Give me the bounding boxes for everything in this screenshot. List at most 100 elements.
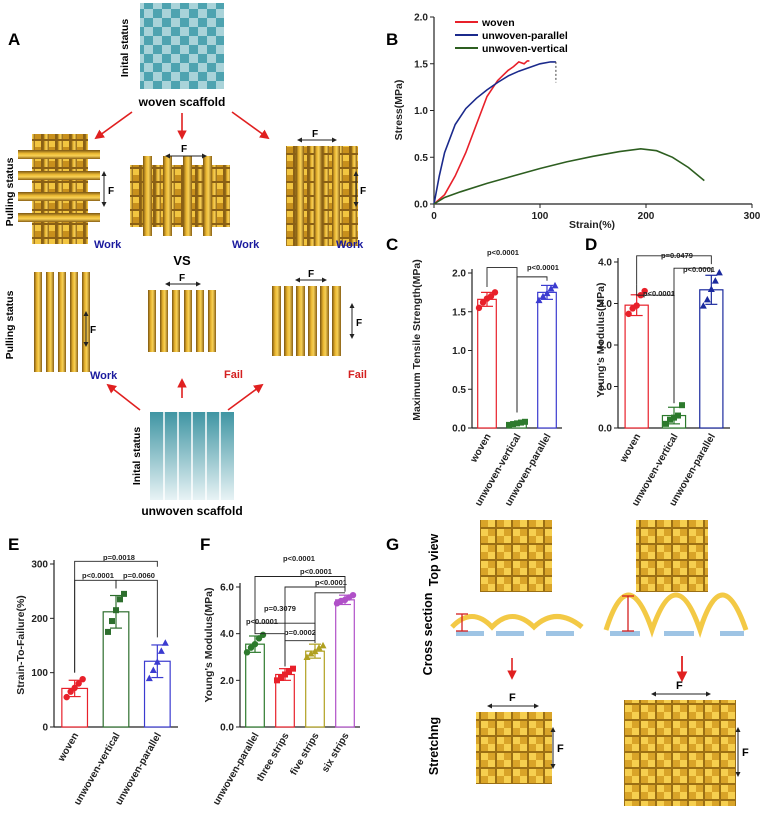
- woven-pull-vertical: [18, 134, 100, 244]
- panel-f-pvalue-4: p=0.3079: [264, 604, 296, 613]
- d-chart-ytick-label: 3.0: [598, 299, 612, 310]
- data-point-woven: [67, 688, 74, 695]
- data-point-three strips: [290, 665, 296, 672]
- series-line-woven: [433, 60, 530, 205]
- force-label-a6a: F: [308, 269, 314, 280]
- force-label-g2: F: [557, 743, 564, 755]
- panel-e: E Strain-To-Failure(%) 0100200300wovenun…: [8, 535, 178, 807]
- data-point-unwoven-parallel: [539, 292, 547, 300]
- f-chart-ytick-label: 2.0: [220, 676, 234, 687]
- data-point-unwoven-parallel: [543, 289, 551, 297]
- data-point-unwoven-parallel: [145, 674, 153, 682]
- b-ytick-label: 2.0: [414, 13, 428, 24]
- c-bracket-2: [516, 276, 548, 413]
- force-label-a3a: F: [312, 129, 318, 140]
- panel-g-letter: G: [386, 535, 399, 554]
- data-point-unwoven-parallel: [703, 295, 711, 303]
- data-point-unwoven-parallel: [715, 268, 723, 276]
- data-point-unwoven-parallel: [707, 285, 715, 292]
- data-point-woven: [71, 684, 78, 692]
- panel-c-letter: C: [386, 235, 398, 254]
- result-fail-a6: Fail: [348, 369, 367, 381]
- panel-f-pvalue-5: p<0.0001: [246, 617, 278, 626]
- panel-b-letter: B: [386, 30, 398, 49]
- force-label-a3b: F: [360, 186, 366, 197]
- f-bracket-1: [254, 576, 346, 632]
- cross-section-label: Cross section: [421, 593, 435, 676]
- unwoven-initial-status-label: Inital status: [131, 427, 143, 486]
- panel-d-letter: D: [585, 235, 597, 254]
- panel-c-pvalue-1: p<0.0001: [487, 248, 519, 257]
- data-point-five strips: [311, 647, 319, 655]
- panel-f-pvalue-3: p<0.0001: [315, 578, 347, 587]
- category-label-six strips: six strips: [320, 731, 352, 775]
- bar-five strips: [305, 650, 325, 728]
- b-ytick-label: 1.0: [414, 106, 428, 117]
- woven-pull-horizontal: [130, 156, 230, 236]
- cross-section-low: [450, 613, 584, 636]
- d-chart-ytick-label: 0.0: [598, 424, 612, 435]
- data-point-unwoven-parallel: [259, 631, 267, 639]
- woven-scaffold-caption: woven scaffold: [138, 95, 226, 109]
- panel-f: F Young's Modulus(MPa) 0.02.04.06.0unwov…: [200, 535, 360, 807]
- unwoven-scaffold-image: [150, 412, 234, 500]
- panel-g: G Top view Cross section Stretchng: [386, 520, 749, 806]
- panel-a-letter: A: [8, 30, 20, 49]
- stretched-low-curvature: [476, 712, 552, 784]
- panel-b-legend: woven unwoven-parallel unwoven-vertical: [455, 17, 568, 55]
- d-bracket-1: [636, 255, 712, 285]
- panel-f-pvalue-6: p=0.0002: [284, 628, 316, 637]
- woven-pull-diagonal: [286, 146, 358, 246]
- data-point-unwoven-parallel: [711, 277, 719, 284]
- data-point-unwoven-parallel: [243, 649, 251, 656]
- data-point-unwoven-parallel: [161, 639, 169, 646]
- panel-e-pvalue-1: p=0.0018: [103, 553, 135, 562]
- top-view-label: Top view: [427, 533, 441, 586]
- data-point-woven: [79, 675, 86, 683]
- data-point-unwoven-vertical: [105, 628, 111, 635]
- panel-d: D Young's Modulus(MPa) 0.01.02.03.04.0wo…: [585, 235, 730, 508]
- unwoven-scaffold-caption: unwoven scaffold: [141, 504, 242, 518]
- bar-six strips: [335, 599, 355, 728]
- b-xtick-label: 300: [744, 211, 761, 222]
- data-point-unwoven-vertical: [510, 421, 516, 428]
- panel-b-ylabel: Stress(MPa): [393, 80, 405, 141]
- category-label-five strips: five strips: [288, 731, 321, 778]
- data-point-five strips: [303, 653, 311, 660]
- panel-d-pvalue-3: p<0.0001: [683, 265, 715, 274]
- stretching-label: Stretchng: [427, 717, 441, 775]
- f-chart-ytick-label: 6.0: [220, 583, 234, 594]
- result-work-a4: Work: [90, 370, 118, 382]
- result-work-a1: Work: [94, 239, 122, 251]
- force-label-a5: F: [179, 273, 185, 284]
- category-label-unwoven-parallel: unwoven-parallel: [211, 731, 261, 807]
- series-line-unwoven-parallel: [433, 61, 556, 205]
- unwoven-pull-diagonal: [272, 286, 341, 356]
- bar-unwoven-parallel: [537, 291, 557, 429]
- force-label-a4: F: [90, 325, 96, 336]
- panel-f-pvalue-2: p<0.0001: [300, 567, 332, 576]
- bar-woven: [477, 298, 497, 429]
- panel-e-letter: E: [8, 535, 19, 554]
- vs-label: VS: [173, 253, 191, 268]
- data-point-unwoven-vertical: [506, 421, 512, 428]
- data-point-woven: [479, 299, 487, 306]
- top-view-low-curvature: [480, 520, 552, 592]
- panel-d-pvalue-2: p<0.0001: [643, 289, 675, 298]
- data-point-unwoven-vertical: [117, 596, 123, 603]
- force-label-a2: F: [181, 144, 187, 155]
- c-chart-ytick-label: 1.5: [452, 307, 466, 318]
- woven-scaffold-image: [140, 3, 224, 89]
- f-chart-ytick-label: 4.0: [220, 629, 234, 640]
- unwoven-pull-vertical: [34, 272, 90, 372]
- legend-woven: woven: [481, 17, 515, 29]
- panel-c-pvalue-2: p<0.0001: [527, 263, 559, 272]
- arrow-up-right: [227, 383, 264, 411]
- panel-a: A Inital status woven scaffold F Work F: [4, 3, 367, 518]
- force-label-g4: F: [742, 747, 749, 759]
- bar-unwoven-parallel: [699, 289, 724, 429]
- panel-c-ylabel: Maximum Tensile Strength(MPa): [411, 259, 423, 420]
- force-label-a6b: F: [356, 318, 362, 329]
- data-point-unwoven-parallel: [551, 281, 559, 289]
- legend-unwoven-parallel: unwoven-parallel: [482, 30, 568, 42]
